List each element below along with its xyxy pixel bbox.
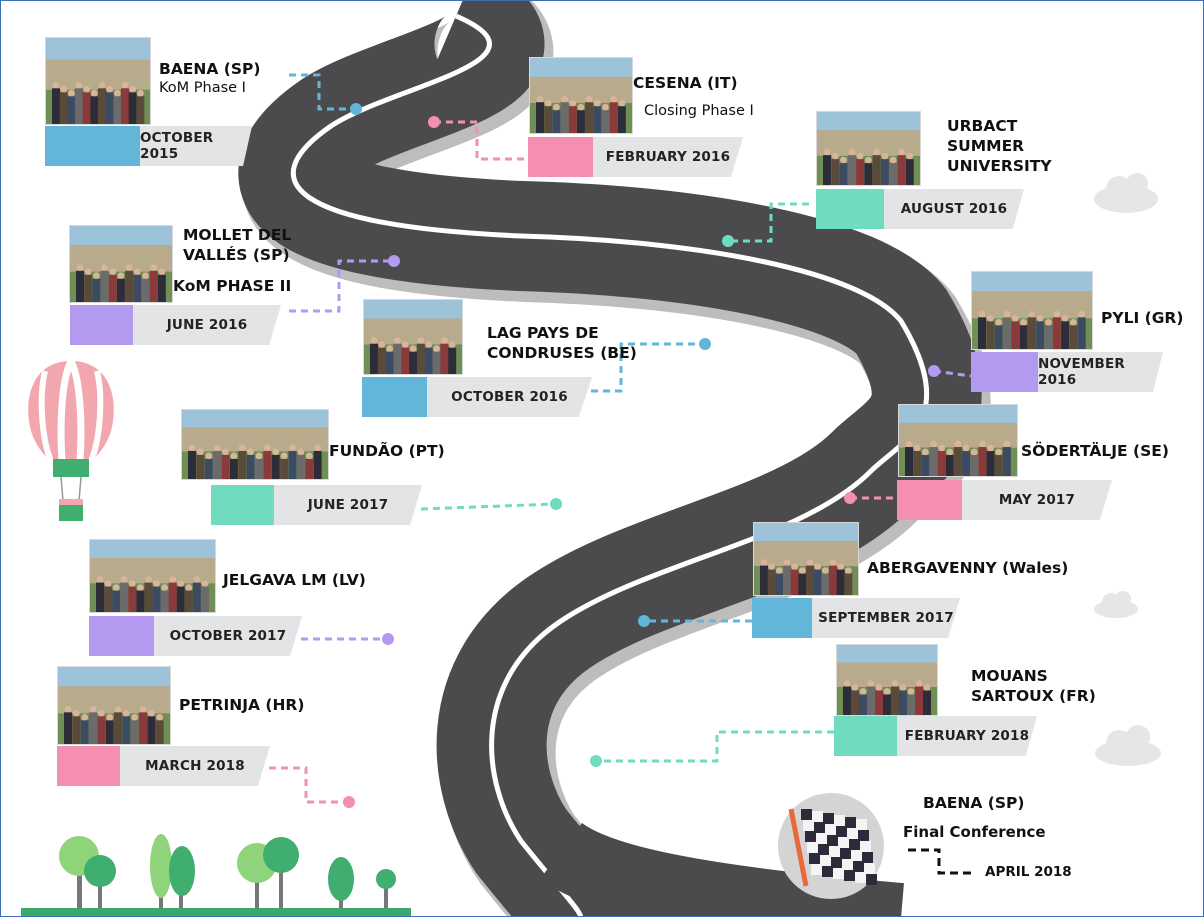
mouans-milestone-dot [590, 755, 602, 767]
color-swatch [752, 598, 812, 638]
date-label: OCTOBER 2017 [154, 616, 302, 656]
color-swatch [70, 305, 133, 345]
baena-2015-milestone-dot [350, 103, 362, 115]
ground [21, 908, 411, 916]
sodertalje-group-photo [898, 404, 1018, 477]
pyli-date-tag: NOVEMBER 2016 [971, 352, 1163, 392]
cesena-date-tag: FEBRUARY 2016 [528, 137, 743, 177]
abergavenny-group-photo [753, 522, 859, 596]
lag-pays-milestone-dot [699, 338, 711, 350]
pyli-milestone-dot [928, 365, 940, 377]
cesena-title: CESENA (IT) [633, 74, 738, 92]
fundao-date-tag: JUNE 2017 [211, 485, 422, 525]
urbact-title: URBACT SUMMER UNIVERSITY [947, 117, 1052, 175]
connector-lines [269, 73, 976, 875]
petrinja-title: PETRINJA (HR) [179, 696, 305, 714]
abergavenny-title: ABERGAVENNY (Wales) [867, 559, 1069, 577]
color-swatch [816, 189, 884, 229]
lag-pays-title: LAG PAYS DE CONDRUSES (BE) [487, 324, 637, 362]
cloud-icon [1095, 725, 1161, 766]
mollet-date-tag: JUNE 2016 [70, 305, 281, 345]
baena-2015-title: BAENA (SP) [159, 60, 261, 78]
mollet-title: MOLLET DEL VALLÉS (SP) [183, 226, 292, 264]
mollet-subtitle: KoM PHASE II [173, 277, 292, 295]
color-swatch [971, 352, 1038, 392]
lag-pays-group-photo [363, 299, 463, 375]
mollet-connector [289, 259, 394, 313]
cloud-icon [1094, 173, 1158, 213]
color-swatch [528, 137, 593, 177]
date-label: FEBRUARY 2016 [593, 137, 743, 177]
fundao-title: FUNDÃO (PT) [329, 442, 445, 460]
cesena-milestone-dot [428, 116, 440, 128]
fundao-milestone-dot [550, 498, 562, 510]
date-label: OCTOBER 2016 [427, 377, 592, 417]
color-swatch [362, 377, 427, 417]
abergavenny-date-tag: SEPTEMBER 2017 [752, 598, 960, 638]
sodertalje-milestone-dot [844, 492, 856, 504]
lag-pays-connector [591, 342, 705, 393]
urbact-date-tag: AUGUST 2016 [816, 189, 1024, 229]
mouans-connector [596, 730, 834, 763]
cesena-group-photo [529, 57, 633, 134]
color-swatch [57, 746, 120, 786]
checkered-flag-icon [778, 793, 884, 899]
baena-2015-date-tag: OCTOBER 2015 [45, 126, 252, 166]
jelgava-title: JELGAVA LM (LV) [223, 571, 366, 589]
jelgava-date-tag: OCTOBER 2017 [89, 616, 302, 656]
date-label: OCTOBER 2015 [140, 126, 252, 166]
date-label: JUNE 2016 [133, 305, 281, 345]
date-label: SEPTEMBER 2017 [812, 598, 960, 638]
mollet-milestone-dot [388, 255, 400, 267]
mouans-group-photo [836, 644, 938, 716]
petrinja-group-photo [57, 666, 171, 745]
final-date: APRIL 2018 [985, 864, 1072, 880]
urbact-connector [728, 202, 809, 243]
date-label: JUNE 2017 [274, 485, 422, 525]
abergavenny-milestone-dot [638, 615, 650, 627]
pyli-connector [933, 369, 972, 378]
petrinja-milestone-dot [343, 796, 355, 808]
baena-2015-subtitle: KoM Phase I [159, 80, 246, 96]
sodertalje-date-tag: MAY 2017 [897, 480, 1112, 520]
final-subtitle: Final Conference [903, 823, 1046, 841]
fundao-group-photo [181, 409, 329, 480]
cloud-icon [1094, 591, 1138, 618]
final-title: BAENA (SP) [923, 794, 1025, 812]
jelgava-milestone-dot [382, 633, 394, 645]
color-swatch [45, 126, 140, 166]
mouans-date-tag: FEBRUARY 2018 [834, 716, 1037, 756]
urbact-group-photo [816, 111, 921, 186]
color-swatch [834, 716, 897, 756]
baena-2015-connector [289, 73, 356, 111]
mollet-group-photo [69, 225, 173, 303]
date-label: MARCH 2018 [120, 746, 270, 786]
sodertalje-title: SÖDERTÄLJE (SE) [1021, 442, 1169, 460]
cesena-connector [434, 120, 528, 161]
date-label: NOVEMBER 2016 [1038, 352, 1163, 392]
pyli-group-photo [971, 271, 1093, 350]
final-connector [908, 848, 976, 875]
baena-2015-group-photo [45, 37, 151, 125]
date-label: MAY 2017 [962, 480, 1112, 520]
hot-air-balloon-icon [28, 359, 114, 521]
date-label: AUGUST 2016 [884, 189, 1024, 229]
lag-pays-date-tag: OCTOBER 2016 [362, 377, 592, 417]
mouans-title: MOUANS SARTOUX (FR) [971, 667, 1096, 705]
tree-icon [59, 834, 396, 911]
color-swatch [897, 480, 962, 520]
urbact-milestone-dot [722, 235, 734, 247]
fundao-connector [420, 502, 557, 511]
jelgava-group-photo [89, 539, 216, 613]
date-label: FEBRUARY 2018 [897, 716, 1037, 756]
color-swatch [89, 616, 154, 656]
cesena-subtitle: Closing Phase I [644, 103, 754, 119]
pyli-title: PYLI (GR) [1101, 309, 1184, 327]
color-swatch [211, 485, 274, 525]
petrinja-date-tag: MARCH 2018 [57, 746, 270, 786]
petrinja-connector [269, 766, 349, 804]
road [238, 1, 991, 916]
